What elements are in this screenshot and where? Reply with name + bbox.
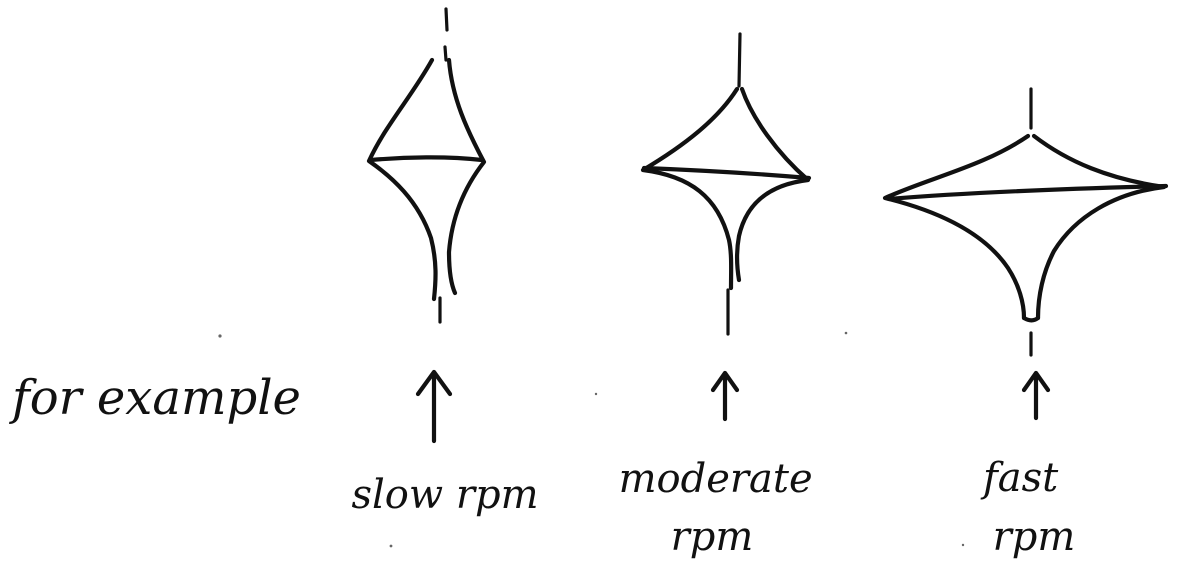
- fast-rpm-label-line-1: fast: [980, 455, 1059, 501]
- fast-rpm-label-line-2: rpm: [993, 514, 1076, 560]
- slow-rpm-label-line-1: slow rpm: [351, 472, 538, 518]
- intro-text: for example: [9, 370, 301, 426]
- moderate-rpm-label: moderate rpm: [619, 456, 826, 560]
- moderate-rpm-left-outline-icon: [643, 89, 737, 288]
- fast-rpm-tip-icon: [1024, 318, 1038, 320]
- slow-top-axis-gap-icon: [445, 47, 446, 60]
- fast-rpm-group: fast rpm: [885, 89, 1166, 560]
- slow-rpm-rim-icon: [371, 157, 482, 160]
- up-arrow-icon: [713, 373, 737, 419]
- fast-rpm-right-outline-icon: [1034, 136, 1164, 318]
- up-arrow-icon: [418, 372, 450, 441]
- fast-rpm-label: fast rpm: [980, 455, 1075, 560]
- scan-speck: [595, 393, 597, 395]
- scan-speck: [390, 545, 393, 548]
- up-arrow-icon: [1024, 373, 1048, 418]
- slow-rpm-left-outline-icon: [369, 60, 436, 299]
- moderate-rpm-label-line-1: moderate: [619, 456, 813, 502]
- moderate-top-axis-icon: [739, 34, 740, 86]
- slow-rpm-right-outline-icon: [449, 60, 484, 293]
- fast-rpm-left-outline-icon: [885, 136, 1028, 318]
- moderate-rpm-group: moderate rpm: [619, 34, 826, 560]
- scan-speck: [962, 544, 964, 546]
- scan-speck: [218, 334, 221, 337]
- slow-rpm-group: slow rpm: [351, 9, 538, 518]
- slow-rpm-label: slow rpm: [351, 472, 538, 518]
- moderate-rpm-label-line-2: rpm: [671, 514, 754, 560]
- moderate-rpm-right-outline-icon: [737, 89, 808, 280]
- slow-top-axis-icon: [446, 9, 447, 30]
- scan-speck: [845, 332, 848, 335]
